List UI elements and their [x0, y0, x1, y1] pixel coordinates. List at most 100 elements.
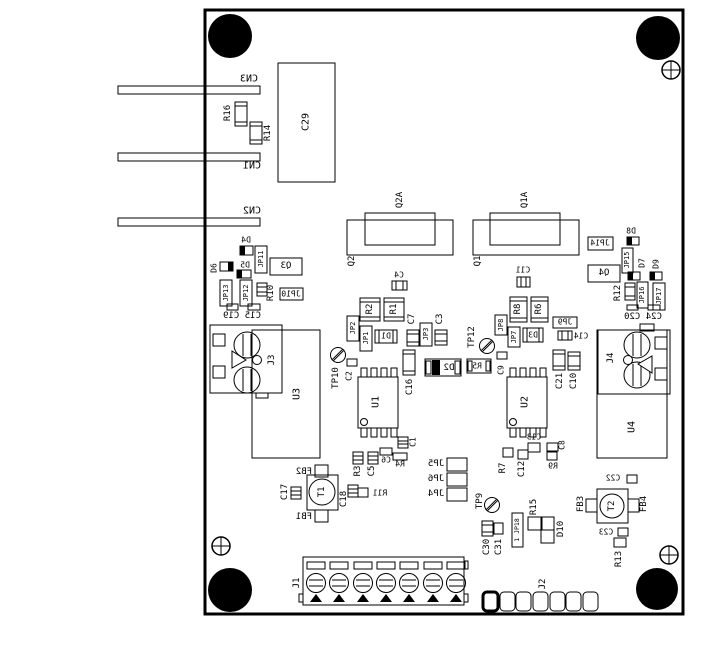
j2-pad-3 [515, 591, 532, 612]
c19-pad [247, 303, 261, 311]
c29-label: C29 [301, 113, 312, 131]
u2-body [506, 376, 548, 429]
fb2-label: FB2 [296, 467, 312, 477]
u1-pin-t1 [360, 367, 368, 378]
c6-pad [379, 447, 393, 456]
j1-slot-6 [423, 561, 443, 570]
c14-body [557, 330, 573, 341]
d2-band [432, 360, 440, 375]
c23-pad [617, 527, 629, 537]
cn2-wire [117, 217, 261, 227]
j3-dot [252, 355, 262, 365]
r9-pad [546, 451, 558, 461]
t2-circle [599, 493, 625, 519]
d5-label: D5 [240, 261, 250, 270]
r7-label: R7 [498, 463, 508, 474]
c24-c20-label: C24 C20 [624, 312, 662, 322]
jp7-label: JP7 [510, 331, 518, 344]
fb1-label: FB1 [296, 512, 312, 522]
u1-pin-t4 [390, 367, 398, 378]
r7-pad [502, 447, 514, 458]
c1-body [397, 436, 409, 449]
u3-body [251, 329, 321, 459]
jp13-box [219, 279, 233, 307]
j2-pad-1 [481, 590, 500, 613]
j4-outer [597, 329, 671, 395]
r13-label: R13 [614, 551, 624, 567]
c7-body [406, 329, 420, 347]
j2-label: J2 [538, 579, 548, 590]
r9-label: R9 [548, 462, 558, 471]
c3-label: C3 [435, 314, 445, 325]
c15-pad [226, 303, 239, 311]
c17-body [290, 486, 302, 500]
j1-triangle-4 [380, 594, 392, 602]
u2-pin-b1 [509, 427, 517, 438]
q1-body [472, 219, 580, 256]
u1-pin-b4 [390, 427, 398, 438]
q4-box [587, 264, 621, 283]
d9-label: D9 [652, 259, 661, 269]
r1-body [383, 297, 405, 322]
c1-label: C1 [409, 437, 418, 447]
c8-label: C8 [558, 440, 567, 450]
d10-label: D10 [556, 521, 566, 537]
d10-pad-1 [540, 516, 555, 531]
u1-pin1-dot [360, 418, 368, 426]
r13-pad [613, 537, 627, 548]
d5-body [236, 269, 252, 279]
j3-label: J3 [267, 355, 277, 366]
q1a-label: Q1A [520, 191, 530, 208]
jp4-label: JP4 [428, 489, 444, 499]
u2-pin-b3 [529, 427, 537, 438]
j2-pad-2 [499, 591, 516, 612]
j3-polarity-triangle [231, 350, 247, 369]
c3-body [434, 329, 448, 346]
jp2-label: JP2 [349, 322, 357, 335]
c9-pad [496, 351, 508, 360]
d4-label: D4 [241, 236, 251, 245]
tp12-label: TP12 [467, 326, 477, 348]
c14-label: C14 [574, 332, 589, 341]
j1-screw-1 [306, 573, 326, 593]
c4-body [391, 280, 408, 291]
t2-label: T2 [607, 501, 617, 512]
q1-label: Q1 [473, 256, 483, 267]
jp18-box [511, 512, 524, 548]
jp11-label: JP11 [257, 251, 265, 268]
r10-label: R10 [266, 285, 276, 301]
u1-pin-b1 [360, 427, 368, 438]
u1-pin-b2 [370, 427, 378, 438]
jp12-box [239, 279, 253, 307]
c21-body [552, 349, 566, 371]
j1-triangle-7 [450, 594, 462, 602]
c18-label: C18 [339, 491, 349, 507]
c5-body [367, 451, 379, 465]
jp9-label: JP9 [558, 318, 573, 327]
c12-pad [517, 449, 529, 460]
mounting-hole-top-left [208, 14, 252, 58]
u2-pin-b2 [519, 427, 527, 438]
jp14-box [587, 236, 614, 251]
cn1-label: CN1 [243, 161, 261, 172]
r14-body [249, 121, 263, 145]
cn3-label: CN3 [240, 74, 258, 85]
u2-pin-b4 [539, 427, 547, 438]
jp12-label: JP12 [242, 285, 250, 302]
r3-body [352, 451, 364, 465]
c11-body [516, 276, 531, 288]
j1-screw-3 [353, 573, 373, 593]
u2-label: U2 [520, 396, 531, 408]
j3-terminal-2 [233, 366, 261, 394]
j2-pad-7 [582, 591, 599, 612]
d8-label: D8 [626, 227, 636, 236]
jp4-pad [446, 487, 468, 502]
q3-label: Q3 [281, 261, 292, 271]
c16-body [402, 349, 416, 376]
r8-label: R8 [513, 304, 523, 315]
fiducial-bottom-left [211, 536, 231, 556]
u1-label: U1 [371, 396, 382, 408]
j1-slot-1 [306, 561, 326, 570]
j1-screw-5 [399, 573, 419, 593]
d3-box [522, 327, 544, 343]
